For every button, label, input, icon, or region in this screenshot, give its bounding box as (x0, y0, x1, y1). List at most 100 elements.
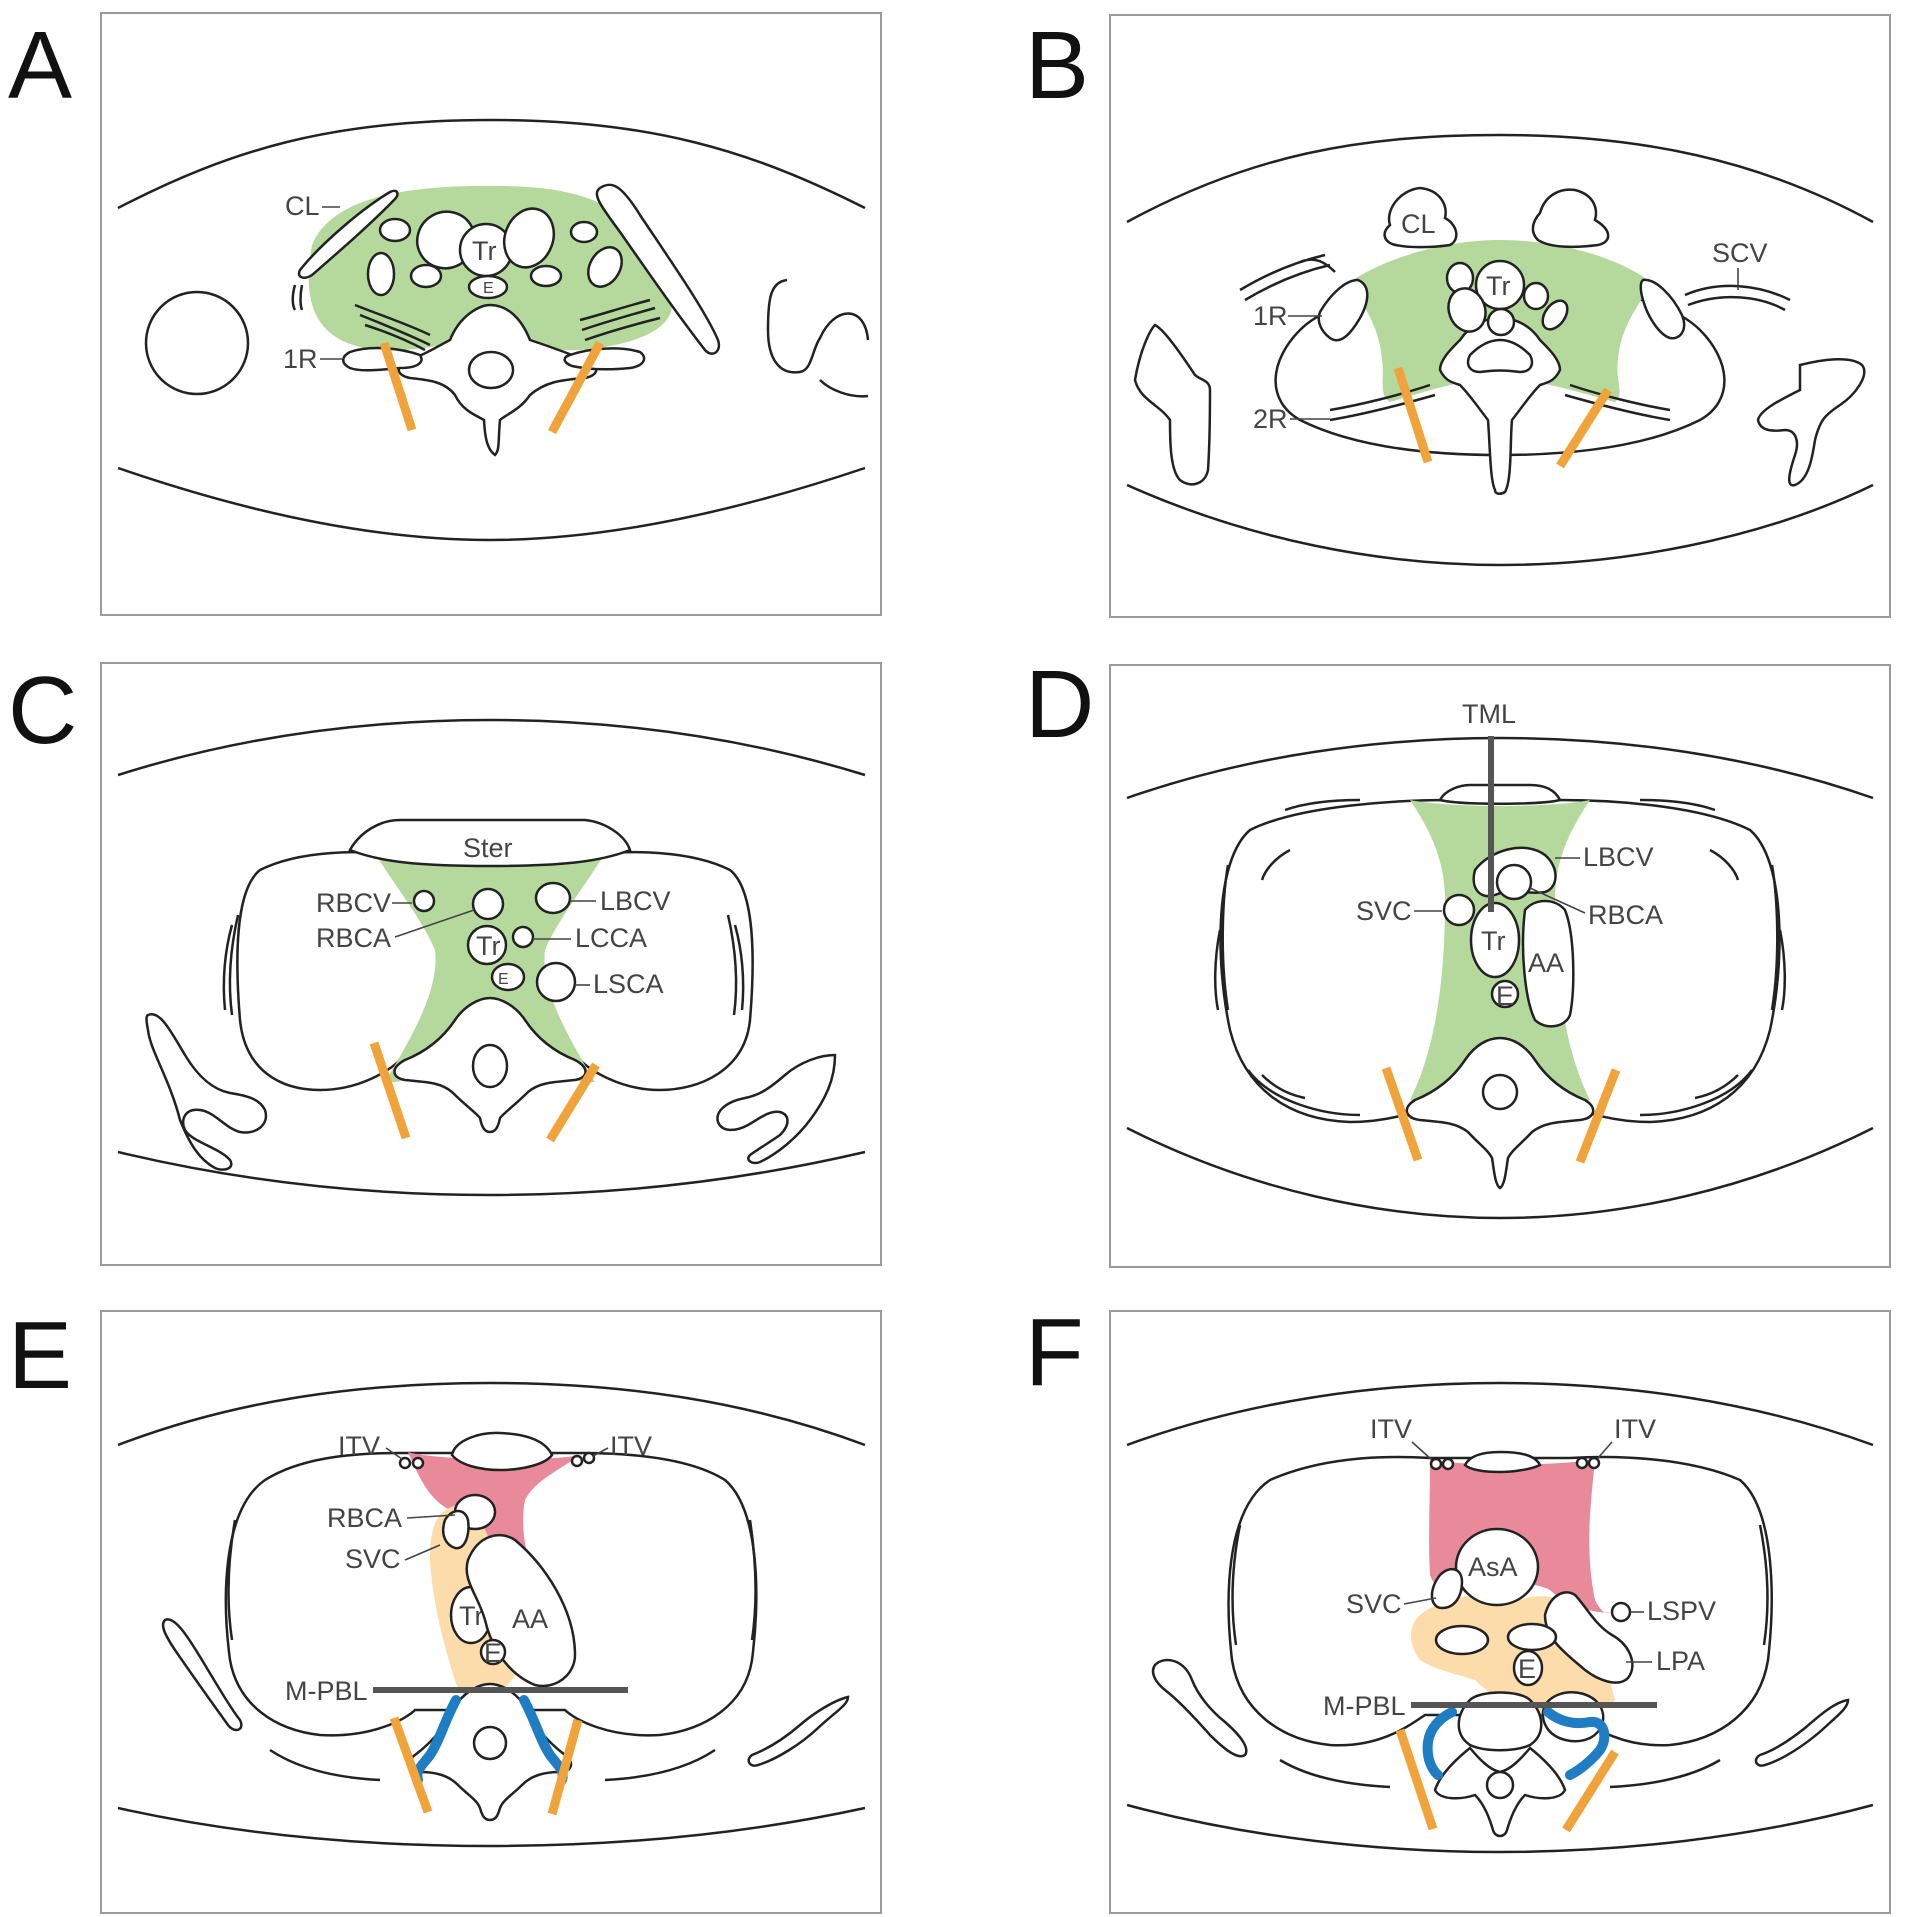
panel-a-left-humerus (144, 290, 250, 396)
panel-f-itv-right-2 (1587, 1456, 1601, 1470)
panel-b-left-boundary-line (1393, 366, 1433, 464)
panel-d-costal-right (1639, 798, 1779, 1117)
panel-f-body-top (1126, 1381, 1874, 1447)
panel-e-rbca-leader (406, 1514, 456, 1519)
panel-c-rbca-leader (394, 909, 475, 938)
panel-e-svc-leader (404, 1544, 441, 1561)
panel-e-itv-left-2 (411, 1456, 425, 1470)
panel-a-right-clavicle (595, 183, 721, 355)
panel-c-left-boundary-line (369, 1041, 411, 1140)
panel-c-rbcv-label: RBCV (316, 888, 391, 918)
panel-a-clavicle-label: CL (285, 191, 320, 221)
panel-c-vertebral-canal (471, 1043, 509, 1089)
panel-f-itv-left-label: ITV (1370, 1414, 1412, 1444)
panel-f-right-boundary-line (1562, 1749, 1619, 1833)
panel-d-aortic-arch (1521, 899, 1575, 1028)
panel-b-right-scv-arcs (1684, 284, 1791, 312)
panel-f-lpa-label: LPA (1656, 1646, 1705, 1676)
panel-f-esophagus-label: E (1518, 1654, 1536, 1684)
panel-b: B CL Tr SCV 1R 2R (1025, 12, 1891, 618)
panel-b-clavicle-label: CL (1401, 209, 1436, 239)
panel-c-esophagus (490, 962, 526, 992)
panel-c-lsca-label: LSCA (593, 969, 664, 999)
panel-b-trachea-label: Tr (1486, 271, 1510, 301)
panel-f-sternum (1463, 1450, 1542, 1474)
panel-d-right-boundary-line (1575, 1068, 1621, 1164)
panel-f-itv-right-label: ITV (1614, 1414, 1656, 1444)
panel-e-aortic-arch (465, 1533, 577, 1688)
panel-f-itv-right-1 (1575, 1456, 1589, 1470)
panel-f-vertebral-body (1457, 1691, 1543, 1752)
panel-f-svc-leader (1403, 1597, 1437, 1605)
panel-b-vessel-4 (1541, 299, 1569, 331)
panel-d-rbca-label: RBCA (1588, 900, 1663, 930)
panel-c-rbca (471, 887, 505, 921)
panel-a-left-clavicle-line (291, 284, 304, 311)
panel-d-esophagus-label: E (1496, 981, 1514, 1011)
panel-d-letter: D (1025, 651, 1094, 758)
panel-c-lbcv (534, 881, 572, 915)
panel-e-prevascular-region (408, 1452, 580, 1589)
panel-a-esophagus (467, 274, 509, 300)
panel-d-body-bottom (1126, 1126, 1874, 1220)
panel-b-left-clavicle (1383, 186, 1458, 249)
panel-a-left-rib-head (342, 346, 423, 372)
panel-b-right-clavicle (1531, 188, 1610, 249)
panel-a-vessel-1 (378, 217, 412, 243)
panel-a-right-boundary-line (548, 340, 604, 435)
panel-a-right-arm (766, 278, 870, 398)
panel-f-left-bronchus (1506, 1622, 1558, 1652)
panel-a-right-first-rib-lines (579, 298, 661, 342)
panel-b-right-scapula (1756, 357, 1866, 487)
panel-c-lsca (535, 961, 577, 1003)
panel-a-left-clavicle (297, 189, 399, 279)
panel-e-ribs (227, 1519, 757, 1782)
panel-f-right-scapula (1754, 1698, 1850, 1767)
panel-e-vertebral-canal (472, 1725, 508, 1761)
panel-a-letter: A (8, 12, 72, 119)
panel-e-itv-right-leader (592, 1447, 609, 1457)
panel-c-trachea (466, 924, 508, 966)
panel-e-letter: E (8, 1302, 72, 1409)
panel-c-letter: C (8, 657, 77, 764)
panel-a-vertebral-canal (467, 350, 515, 390)
panel-a-vessel-5 (502, 207, 556, 269)
panel-d-body-top (1126, 736, 1874, 800)
panel-f-lspv (1610, 1601, 1632, 1623)
panel-d-tml-label: TML (1462, 699, 1516, 729)
panel-e-left-scapula (161, 1618, 243, 1732)
panel-c-lcca-label: LCCA (575, 923, 647, 953)
panel-d-costal-left (1221, 798, 1361, 1117)
panel-b-right-boundary-line (1556, 387, 1612, 469)
panel-f-left-boundary-blue (1422, 1707, 1457, 1780)
panel-e-itv-left-leader (385, 1447, 403, 1460)
panel-d-svc-label: SVC (1356, 896, 1412, 926)
panel-f-esophagus (1512, 1649, 1544, 1687)
panel-c-lcca (511, 925, 535, 949)
panel-b-vessel-2 (1447, 287, 1487, 333)
panel-f-left-boundary-line (1395, 1728, 1438, 1831)
panel-f-letter: F (1025, 1299, 1084, 1406)
panel-f-svc-label: SVC (1346, 1589, 1402, 1619)
panel-c-body-bottom (117, 1150, 866, 1197)
panel-e-itv-right-label: ITV (610, 1431, 652, 1461)
panel-a-body-bottom (117, 466, 866, 542)
panel-e-svc-label: SVC (345, 1544, 401, 1574)
panel-e-left-boundary-line (389, 1716, 433, 1814)
panel-a-vessel-6 (529, 264, 563, 288)
panel-b-vessel-3 (1522, 281, 1550, 311)
panel-f-svc (1430, 1567, 1464, 1610)
panel-d-trachea (1469, 901, 1521, 979)
panel-c: C Ster Tr E RBCV RBCA LBCV LCCA LSCA (8, 657, 882, 1266)
panel-b-vertebral-canal (1466, 338, 1534, 374)
panel-f-left-scapula (1151, 1658, 1248, 1758)
panel-b-body-bottom (1126, 483, 1874, 567)
panel-f-right-boundary-blue (1543, 1707, 1610, 1780)
panel-a-left-first-rib-lines (354, 303, 431, 352)
panel-f-itv-left-leader (1411, 1441, 1433, 1461)
panel-d-sternum (1438, 783, 1562, 805)
panel-f-itv-left-1 (1429, 1457, 1443, 1471)
panel-a-left-boundary-line (379, 341, 417, 432)
panel-b-left-first-rib (1317, 278, 1369, 342)
